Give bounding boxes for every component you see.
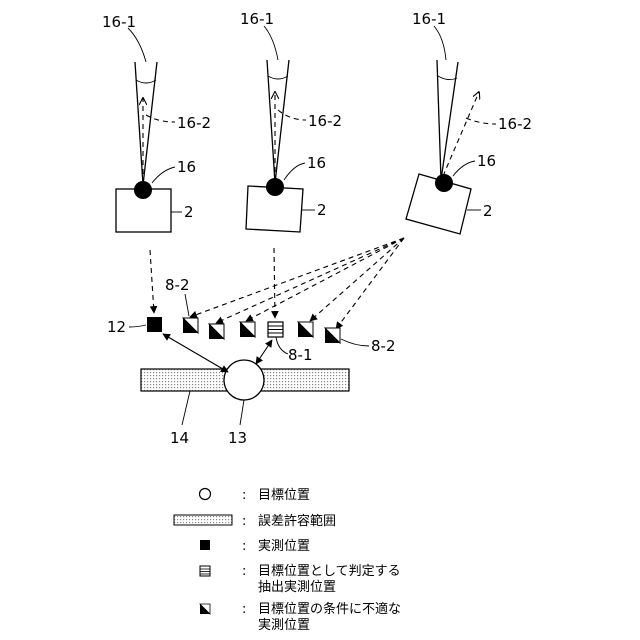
label-14: 14 [170, 429, 189, 447]
label-16-2: 16-2 [498, 115, 532, 133]
angle-arc [268, 76, 288, 79]
legend-sep: : [242, 539, 246, 554]
legend: : 目標位置 : 誤差許容範囲 : 実測位置 : 目標位置として判定する 抽出実… [174, 488, 401, 633]
label-16: 16 [177, 158, 196, 176]
actual-position-marker [147, 317, 162, 332]
legend-tolerance-text: 誤差許容範囲 [258, 513, 336, 529]
projection-arrow-left [150, 250, 154, 313]
legend-tolerance-symbol [174, 515, 232, 525]
light-16 [266, 178, 284, 196]
distance-arrow-8-1 [256, 340, 272, 364]
label-16-2: 16-2 [308, 112, 342, 130]
label-2: 2 [317, 201, 327, 219]
light-16 [435, 174, 453, 192]
projection-arrow-1 [190, 238, 404, 317]
angle-arc [438, 76, 457, 80]
projection-arrow-3 [246, 238, 404, 321]
device-middle: 16-1 16-2 16 2 [240, 10, 342, 232]
legend-actual-text: 実測位置 [258, 538, 310, 554]
unsuitable-marker [209, 324, 224, 339]
target-position-13 [224, 360, 264, 400]
unsuitable-marker [240, 322, 255, 337]
leader-16-1 [434, 26, 446, 60]
label-13: 13 [228, 429, 247, 447]
label-2: 2 [184, 203, 194, 221]
device-right: 16-1 16-2 16 2 [406, 10, 532, 234]
label-16-1: 16-1 [240, 10, 274, 28]
projection-arrow-2 [216, 238, 404, 323]
label-8-1: 8-1 [288, 346, 313, 364]
leader-8-2-right [341, 339, 369, 346]
legend-target-symbol [200, 489, 211, 500]
label-16-2: 16-2 [177, 114, 211, 132]
light-16 [134, 181, 152, 199]
beam-edge-left [437, 60, 441, 180]
legend-actual-symbol [200, 540, 210, 550]
label-8-2-right: 8-2 [371, 337, 396, 355]
leader-13 [240, 400, 244, 425]
legend-unsuitable-text-1: 目標位置の条件に不適な [258, 601, 401, 617]
unsuitable-marker [183, 318, 198, 333]
leader-16 [152, 167, 175, 183]
legend-extracted-text-1: 目標位置として判定する [258, 564, 401, 579]
label-16: 16 [307, 154, 326, 172]
leader-16-1 [264, 26, 278, 60]
legend-extracted-text-2: 抽出実測位置 [258, 579, 336, 595]
label-16: 16 [477, 152, 496, 170]
leader-16-1 [128, 28, 146, 62]
label-12: 12 [107, 318, 126, 336]
label-16-1: 16-1 [412, 10, 446, 28]
legend-sep: : [242, 488, 246, 503]
distance-arrow-12 [163, 334, 228, 372]
angle-arc [136, 80, 156, 83]
label-8-2-top: 8-2 [165, 276, 190, 294]
leader-12 [129, 325, 146, 327]
leader-14 [182, 391, 190, 425]
actual-position-12: 12 [107, 317, 162, 336]
legend-sep: : [242, 514, 246, 529]
projection-arrow-middle [274, 248, 275, 318]
leader-16-2 [466, 118, 496, 124]
leader-16 [284, 163, 305, 180]
projection-arrow-5 [336, 238, 404, 329]
legend-target-text: 目標位置 [258, 488, 310, 503]
label-16-1: 16-1 [102, 13, 136, 31]
legend-sep: : [242, 602, 246, 617]
leader-16 [453, 161, 475, 176]
label-2: 2 [483, 202, 493, 220]
legend-sep: : [242, 564, 246, 579]
device-left: 16-1 16-2 16 2 [102, 13, 211, 232]
leader-8-1 [276, 337, 288, 354]
unsuitable-marker [325, 328, 340, 343]
legend-extracted-symbol [200, 566, 210, 576]
legend-unsuitable-text-2: 実測位置 [258, 617, 310, 633]
beam-direction-arrow [443, 92, 479, 176]
leader-8-2-top [185, 294, 189, 316]
unsuitable-marker [298, 322, 313, 337]
